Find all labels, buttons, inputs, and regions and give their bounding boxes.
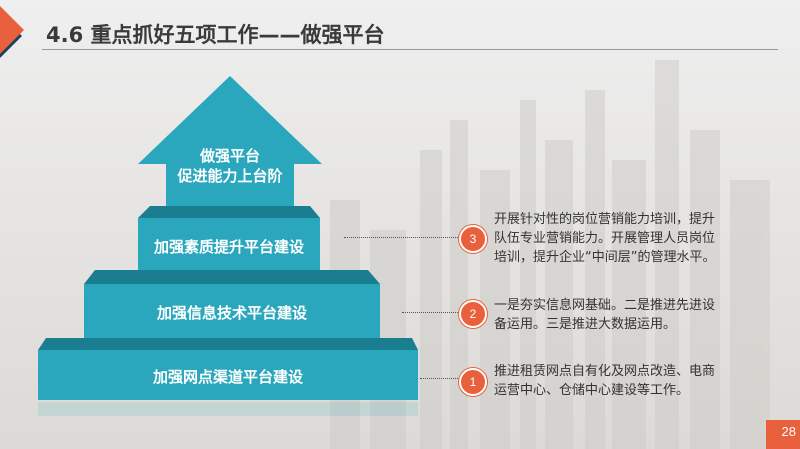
number-badge-2: 2	[459, 300, 487, 328]
page-number: 28	[781, 424, 796, 439]
item-description-2: 一是夯实信息网基础。二是推进先进设 备运用。三是推进大数据运用。	[494, 296, 715, 334]
page-number-box	[766, 420, 800, 449]
connector-line-1	[420, 378, 460, 379]
tier-label-bottom: 加强网点渠道平台建设	[152, 368, 303, 386]
connector-line-3	[344, 237, 460, 238]
item-1-line1: 推进租赁网点自有化及网点改造、电商	[494, 364, 716, 379]
item-description-3: 开展针对性的岗位营销能力培训，提升 队伍专业营销能力。开展管理人员岗位 培训，提…	[494, 210, 715, 267]
number-badge-3: 3	[459, 225, 487, 253]
title-divider	[42, 49, 778, 50]
tier-label-middle: 加强信息技术平台建设	[156, 304, 307, 322]
tier-middle-body	[84, 284, 380, 338]
page-title: 4.6 重点抓好五项工作——做强平台	[46, 23, 385, 47]
corner-decoration	[0, 6, 24, 58]
item-2-line1: 一是夯实信息网基础。二是推进先进设	[494, 298, 716, 313]
number-badge-1: 1	[459, 368, 487, 396]
tier-bottom-face	[38, 338, 418, 350]
tier-middle-face	[84, 270, 380, 284]
item-description-1: 推进租赁网点自有化及网点改造、电商 运营中心、仓储中心建设等工作。	[494, 362, 715, 400]
connector-line-2	[402, 312, 460, 313]
arrow-caption-line1: 做强平台	[199, 147, 260, 165]
tier-label-top: 加强素质提升平台建设	[153, 238, 304, 256]
item-2-line2: 备运用。三是推进大数据运用。	[494, 317, 677, 332]
item-3-line2: 队伍专业营销能力。开展管理人员岗位	[494, 231, 716, 246]
tier-bottom-body	[38, 350, 418, 400]
item-3-line1: 开展针对性的岗位营销能力培训，提升	[494, 212, 716, 227]
tier-top-face	[138, 206, 320, 218]
item-1-line2: 运营中心、仓储中心建设等工作。	[494, 383, 690, 398]
item-3-line3: 培训，提升企业“中间层”的管理水平。	[494, 250, 716, 265]
arrow-caption: 做强平台 促进能力上台阶	[166, 146, 294, 186]
arrow-caption-line2: 促进能力上台阶	[177, 167, 283, 185]
tier-top-body	[138, 218, 320, 270]
pyramid-arrow	[138, 76, 322, 206]
